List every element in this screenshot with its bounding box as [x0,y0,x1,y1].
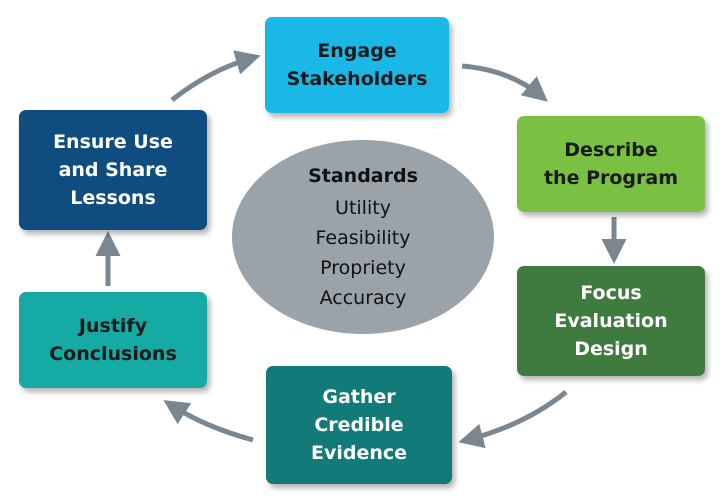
standard-item: Utility [335,197,391,219]
arrow-engage-to-describe [461,63,548,102]
step-label-line: Evidence [310,442,408,464]
step-ensure-use-share-lessons: Ensure Use and Share Lessons [19,110,207,230]
step-focus-evaluation-design: Focus Evaluation Design [517,266,705,376]
step-label-line: Credible [314,414,404,436]
step-label-line: Design [574,338,648,360]
step-label-line: and Share [58,159,168,181]
step-label-line: Conclusions [49,343,177,365]
step-label-line: Stakeholders [286,68,428,90]
arrow-gather-to-justify [163,400,254,443]
arrow-ensure-to-engage [170,50,261,102]
step-label-line: Describe [564,139,658,161]
step-label-line: Justify [78,315,148,337]
step-gather-credible-evidence: Gather Credible Evidence [266,366,452,484]
step-engage-stakeholders: Engage Stakeholders [265,17,449,113]
step-label-line: Focus [580,282,642,304]
step-label-line: Ensure Use [53,131,173,153]
standards-title: Standards [308,165,418,187]
step-label-line: Gather [322,386,396,408]
step-justify-conclusions: Justify Conclusions [19,292,207,388]
standard-item: Propriety [320,257,406,279]
standard-item: Accuracy [319,287,407,309]
step-label-line: Engage [317,40,397,62]
step-describe-program: Describe the Program [517,116,705,212]
standards-ellipse: Standards Utility Feasibility Propriety … [232,140,494,334]
standard-item: Feasibility [315,227,411,249]
step-label-line: the Program [543,167,679,189]
step-label-line: Lessons [70,187,156,209]
step-label-line: Evaluation [554,310,668,332]
arrow-focus-to-gather [458,390,568,449]
